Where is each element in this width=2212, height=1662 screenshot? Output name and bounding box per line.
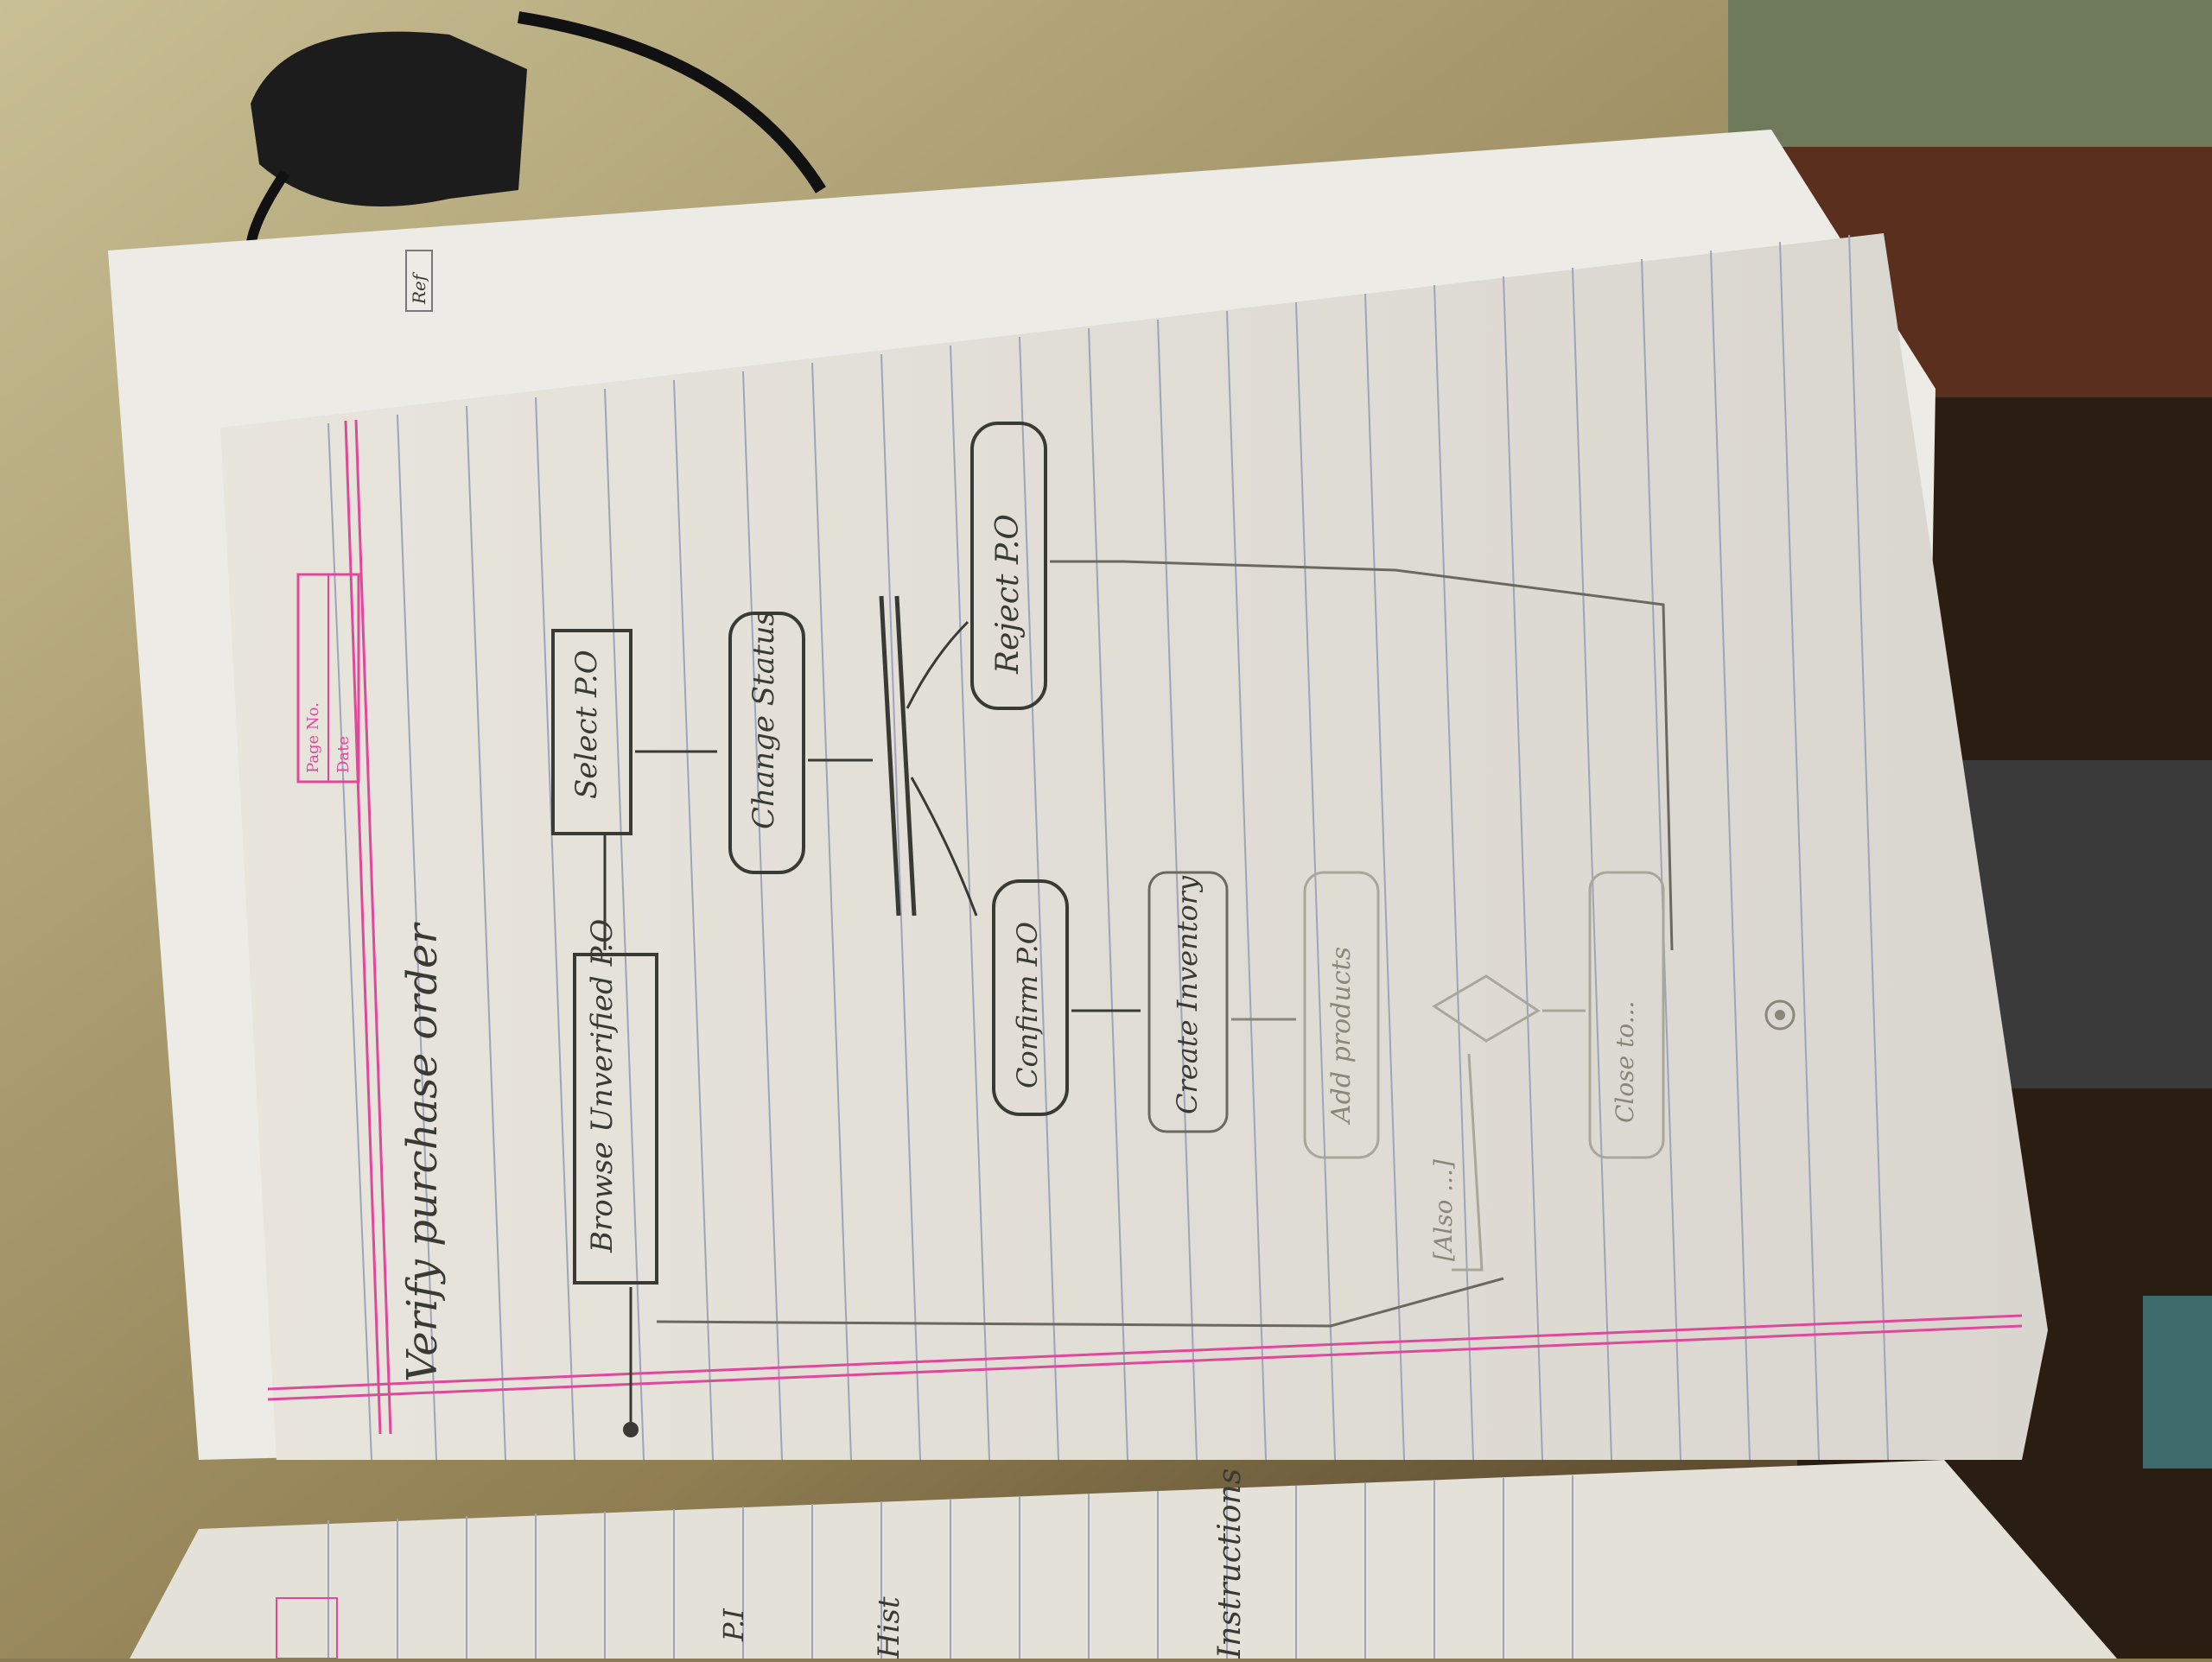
page-box: Page No. Date	[296, 573, 360, 783]
change-label: Change Status	[747, 611, 781, 829]
back-note-box	[405, 250, 433, 312]
select-label: Select P.O	[569, 650, 604, 799]
create-inventory-label: Create Inventory	[1171, 875, 1204, 1114]
page-no-label: Page No.	[304, 702, 322, 773]
end-node-inner	[1775, 1010, 1785, 1020]
fork-bar	[879, 595, 917, 917]
notebook-page	[220, 233, 2048, 1461]
left-page-text-a: P.I	[717, 1608, 750, 1642]
create-inventory-node: Create Inventory	[1147, 871, 1229, 1133]
diagram-title: Verify purchase order	[398, 922, 447, 1382]
date-label: Date	[334, 736, 353, 773]
loop-back-line	[656, 1277, 1504, 1328]
start-node	[623, 1422, 639, 1437]
reject-node: Reject P.O	[970, 422, 1047, 710]
phone-charger	[245, 11, 826, 251]
browse-node: Browse Unverified P.O	[573, 919, 658, 1285]
back-page-text: Ref	[409, 271, 429, 305]
close-node: Close to...	[1588, 871, 1665, 1159]
teal-object	[2143, 1296, 2212, 1469]
confirm-label: Confirm P.O	[1011, 922, 1044, 1088]
also-label: [Also ...]	[1429, 1159, 1458, 1261]
decision-diamond	[1432, 974, 1541, 1043]
fork-to-confirm-arrow	[910, 777, 978, 917]
confirm-node: Confirm P.O	[992, 879, 1069, 1116]
reject-return-line	[1050, 560, 1674, 951]
reject-label: Reject P.O	[990, 514, 1026, 675]
add-products-label: Add products	[1326, 947, 1357, 1126]
left-page-text-b: Hist	[872, 1596, 906, 1659]
left-page: P.I Hist Instructions	[130, 1460, 2117, 1659]
close-label: Close to...	[1611, 1001, 1639, 1123]
select-node: Select P.O	[551, 629, 632, 835]
fork-to-reject-arrow	[906, 620, 969, 709]
margin-lines	[267, 419, 2023, 1435]
green-object	[1728, 0, 2212, 147]
add-products-node: Add products	[1303, 871, 1380, 1159]
ruled-lines	[327, 234, 1889, 1461]
browse-label: Browse Unverified P.O	[585, 919, 620, 1253]
left-page-text-c: Instructions	[1212, 1469, 1248, 1659]
also-loop	[1452, 1053, 1484, 1272]
end-node	[1764, 999, 1796, 1031]
change-node: Change Status	[728, 611, 805, 874]
